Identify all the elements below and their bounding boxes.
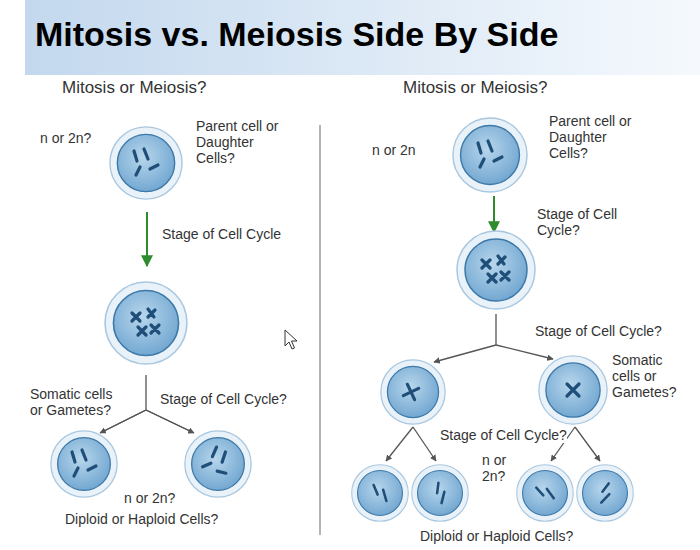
panel-heading: Mitosis or Meiosis?: [403, 78, 548, 98]
cell-question: Parent cell or Daughter Cells?: [549, 113, 633, 161]
ploidy-type-question: Diploid or Haploid Cells?: [65, 511, 218, 527]
gamete-cell: [517, 465, 574, 522]
gamete-cell: [577, 465, 634, 522]
ploidy-question: n or 2n?: [482, 452, 510, 484]
ploidy-question: n or 2n: [372, 142, 416, 158]
split-arrow: [496, 345, 553, 359]
split-arrow: [575, 427, 600, 461]
stage-arrow: [493, 196, 495, 232]
split-arrow: [146, 410, 194, 433]
title-band: [25, 0, 700, 75]
split-arrow: [413, 427, 436, 461]
daughter-cell: [185, 431, 251, 497]
cell-type-question: Somatic cells or Gametes?: [612, 352, 686, 400]
stage-question: Stage of Cell Cycle?: [160, 391, 287, 407]
ploidy-question: n or 2n?: [124, 490, 175, 506]
ploidy-question: n or 2n?: [40, 130, 91, 146]
dividing-cell: [105, 282, 187, 364]
page-title: Mitosis vs. Meiosis Side By Side: [35, 14, 558, 55]
split-arrow: [386, 427, 413, 461]
parent-cell: [453, 118, 527, 192]
stage-question: Stage of Cell Cycle?: [535, 323, 662, 339]
ploidy-type-question: Diploid or Haploid Cells?: [420, 528, 573, 544]
stage-question: Stage of Cell Cycle?: [440, 427, 567, 443]
stage-question: Stage of Cell Cycle: [162, 226, 281, 242]
dividing-cell: [457, 231, 535, 309]
parent-cell: [110, 127, 182, 199]
split-lines: [495, 314, 496, 345]
gamete-cell: [352, 465, 409, 522]
divider-line: [319, 125, 321, 535]
stage-arrow: [146, 212, 148, 266]
split-arrow: [434, 345, 496, 362]
second-division-cell: [539, 356, 607, 424]
panel-heading: Mitosis or Meiosis?: [62, 78, 207, 98]
cell-question: Parent cell or Daughter Cells?: [196, 118, 292, 166]
daughter-cell: [51, 431, 117, 497]
gamete-cell: [412, 465, 469, 522]
mouse-cursor: [285, 330, 297, 349]
stage-question: Stage of Cell Cycle?: [537, 206, 622, 238]
second-division-cell: [381, 360, 445, 424]
cell-type-question: Somatic cells or Gametes?: [30, 386, 125, 418]
